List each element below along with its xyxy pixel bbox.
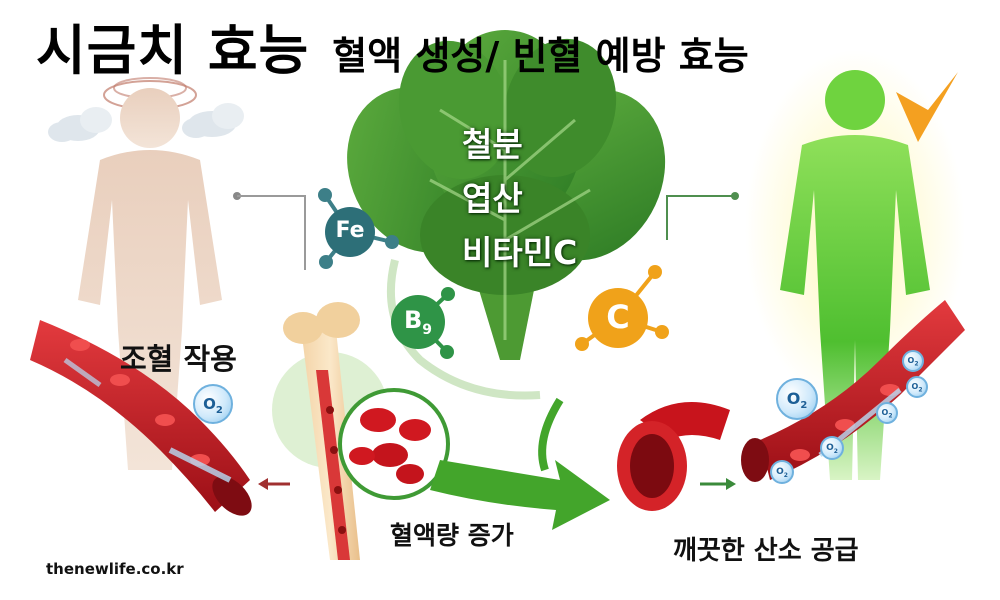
vitamin-c-molecule-icon [575,265,669,351]
folate-symbol-sub: 9 [422,321,433,338]
oxygen-bubble-icon: O2 [193,384,233,424]
cloud-icon [182,103,244,138]
oxygen-bubble-text: O [826,443,834,453]
nutrient-iron-label: 철분 [462,125,523,164]
oxygen-bubble-icon: O2 [902,350,924,372]
site-watermark: thenewlife.co.kr [46,560,184,578]
clean-blood-vessel [617,402,730,511]
title-subtitle: 혈액 생성/ 빈혈 예방 효능 [332,34,749,78]
left-blood-vessel [30,320,252,516]
spinach-bunch [347,30,666,360]
oxygen-bubble-text: O [786,389,801,408]
blood-volume-label: 혈액량 증가 [390,521,514,550]
vitamin-c-symbol: C [606,298,630,336]
oxygen-supply-label: 깨끗한 산소 공급 [673,536,859,566]
oxygen-bubble-sub: 2 [783,471,788,479]
connector-lines [233,192,739,400]
check-mark-icon [896,72,958,142]
oxygen-bubble-text: O [203,395,216,413]
iron-molecule-icon [318,188,399,269]
oxygen-bubble-icon: O2 [820,436,844,460]
oxygen-bubble-sub: 2 [800,400,808,412]
oxygen-bubble-text: O [911,382,919,391]
iron-symbol: Fe [335,218,365,243]
flow-arrow-icon [430,397,610,530]
oxygen-bubble-text: O [776,467,784,477]
nutrient-folate-label: 엽산 [462,179,523,218]
oxygen-bubble-text: O [907,356,915,365]
oxygen-bubble-sub: 2 [888,412,893,420]
nutrient-vitamin-c-label: 비타민C [462,233,578,272]
oxygen-bubble-sub: 2 [215,405,223,416]
oxygen-bubble-sub: 2 [914,360,919,368]
oxygen-bubble-text: O [881,408,889,417]
hematopoiesis-label: 조혈 작용 [120,342,237,376]
red-blood-cells-magnified [338,388,450,500]
oxygen-bubble-icon: O2 [776,378,818,420]
page-title: 시금치 효능 혈액 생성/ 빈혈 예방 효능 [36,6,996,84]
oxygen-bubble-icon: O2 [906,376,928,398]
healthy-person-figure [745,50,965,480]
title-main: 시금치 효능 [36,19,310,82]
oxygen-bubble-icon: O2 [876,402,898,424]
oxygen-bubble-icon: O2 [770,460,794,484]
small-arrows [258,478,736,490]
cloud-icon [48,107,112,142]
folate-symbol-base: B [403,306,423,334]
folate-symbol: B9 [394,306,442,338]
folate-molecule-icon [391,287,455,359]
tired-person-figure [48,77,244,470]
oxygen-bubble-sub: 2 [918,386,923,394]
oxygen-bubble-sub: 2 [833,447,838,455]
